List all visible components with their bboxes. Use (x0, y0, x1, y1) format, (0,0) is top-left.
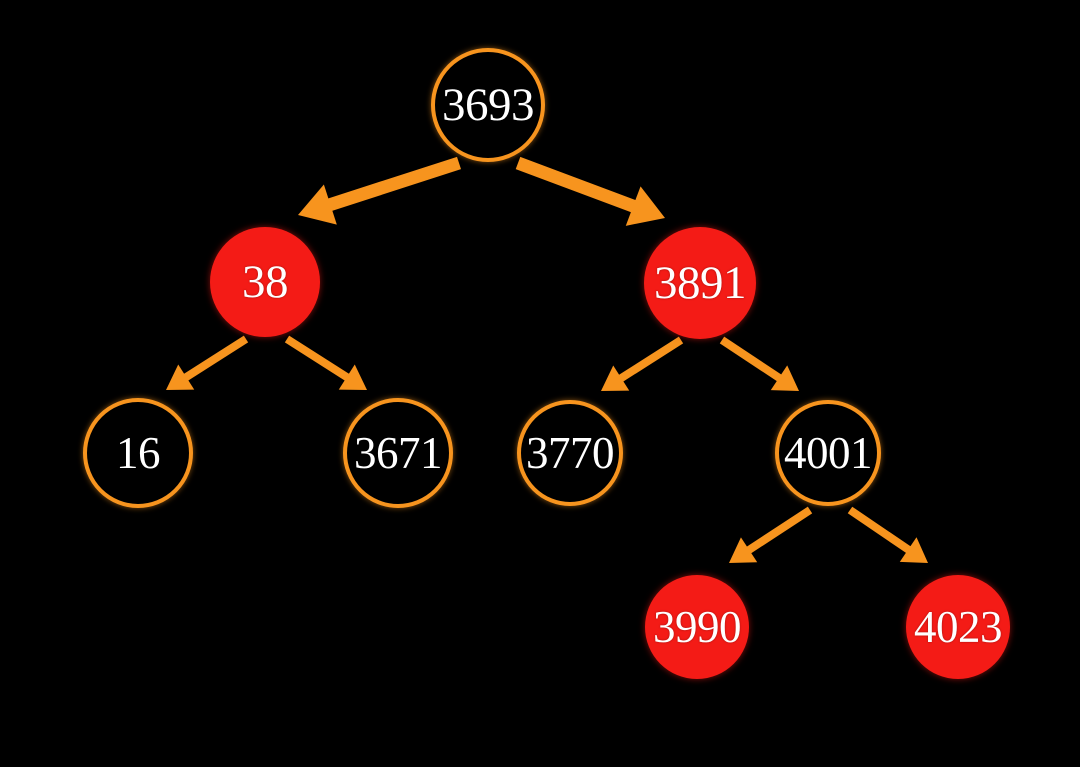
arrowhead-icon (729, 537, 758, 563)
tree-node-label: 3671 (354, 427, 443, 478)
arrowhead-icon (338, 364, 367, 390)
tree-edge-n1-n3 (166, 335, 249, 390)
tree-edge-n2-n6 (719, 336, 799, 391)
tree-edge-n6-n8 (847, 506, 928, 563)
tree-node-3671[interactable]: 3671 (343, 398, 453, 508)
arrowhead-icon (625, 186, 665, 226)
tree-node-label: 3891 (654, 256, 747, 309)
tree-node-label: 4023 (914, 601, 1003, 652)
tree-edge-n0-n2 (515, 156, 665, 226)
arrowhead-icon (601, 365, 630, 391)
arrowhead-icon (770, 365, 799, 391)
tree-node-4023[interactable]: 4023 (906, 575, 1010, 679)
tree-node-label: 3693 (442, 78, 535, 131)
arrowhead-icon (166, 364, 195, 390)
tree-node-4001[interactable]: 4001 (775, 400, 881, 506)
tree-node-label: 3770 (526, 427, 615, 478)
arrowhead-icon (899, 537, 928, 563)
tree-node-16[interactable]: 16 (83, 398, 193, 508)
tree-node-3770[interactable]: 3770 (517, 400, 623, 506)
tree-node-label: 16 (116, 427, 161, 478)
tree-node-label: 38 (242, 255, 289, 308)
tree-node-3693[interactable]: 3693 (431, 48, 545, 162)
tree-node-label: 4001 (784, 427, 873, 478)
tree-edge-n6-n7 (729, 506, 813, 563)
tree-node-38[interactable]: 38 (210, 227, 320, 337)
tree-node-3891[interactable]: 3891 (644, 227, 756, 339)
tree-node-3990[interactable]: 3990 (645, 575, 749, 679)
tree-edge-n1-n4 (284, 335, 367, 390)
tree-node-label: 3990 (653, 601, 742, 652)
arrowhead-icon (298, 184, 337, 225)
tree-edge-n0-n1 (298, 156, 461, 225)
tree-edge-n2-n5 (601, 336, 684, 391)
